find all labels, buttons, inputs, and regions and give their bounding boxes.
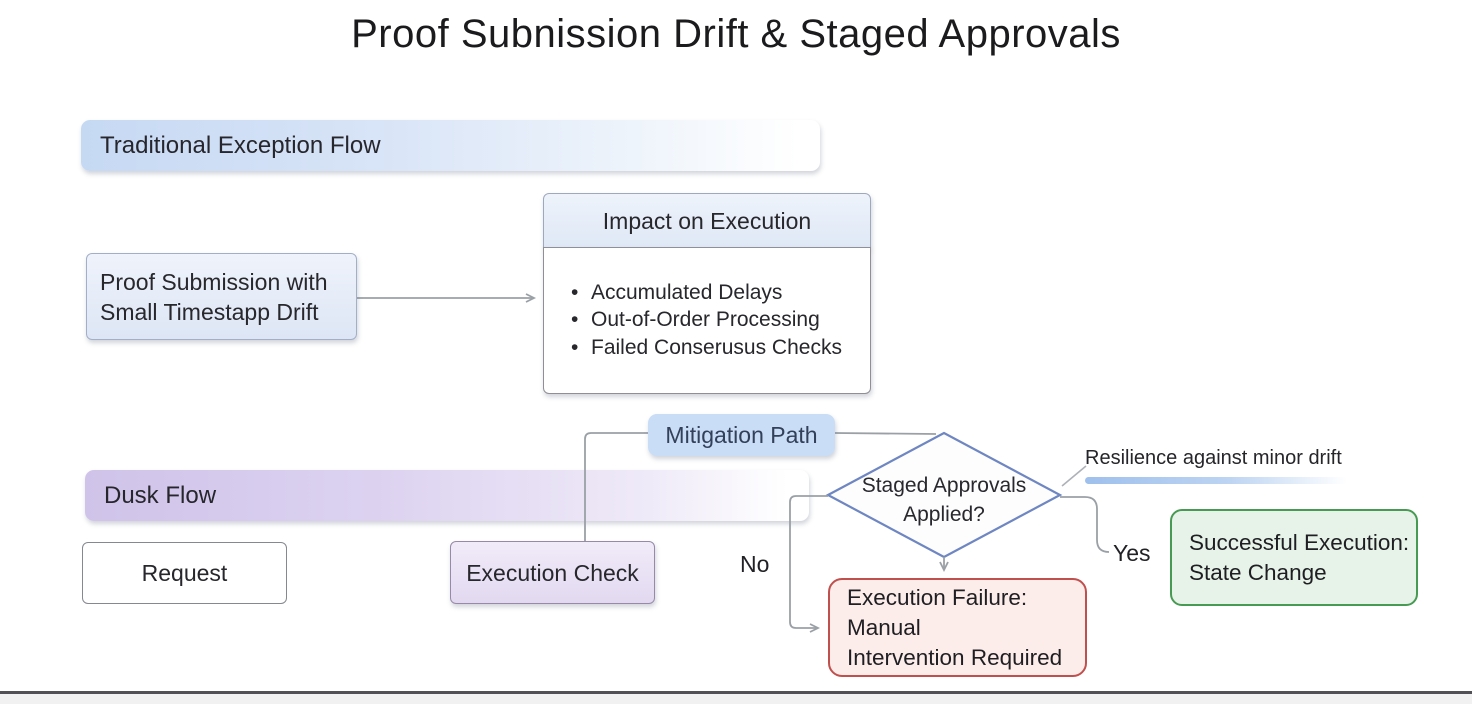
impact-bullet-3: Failed Conserusus Checks	[571, 334, 870, 362]
successful-execution-node: Successful Execution: State Change	[1170, 509, 1418, 606]
impact-bullet-2: Out-of-Order Processing	[571, 306, 870, 334]
decision-diamond	[825, 431, 1063, 559]
dusk-flow-banner: Dusk Flow	[85, 470, 809, 521]
proof-submission-line1: Proof Submission with	[100, 268, 328, 295]
proof-submission-line2: Small Timestapp Drift	[100, 298, 319, 325]
bottom-frame-strip	[0, 693, 1472, 704]
decision-node-label: Staged Approvals Applied?	[838, 471, 1050, 527]
dusk-flow-label: Dusk Flow	[104, 481, 217, 509]
resilience-underline	[1085, 477, 1347, 484]
traditional-exception-flow-label: Traditional Exception Flow	[100, 131, 381, 159]
yes-edge-label: Yes	[1113, 540, 1151, 566]
impact-bullet-list: Accumulated Delays Out-of-Order Processi…	[544, 279, 870, 362]
edge-yes-branch	[1060, 496, 1110, 553]
edge-resilience-pointer	[1061, 465, 1087, 487]
no-edge-label: No	[740, 551, 770, 577]
mitigation-path-node: Mitigation Path	[648, 414, 835, 456]
request-node: Request	[82, 542, 287, 604]
execution-failure-line2: Intervention Required	[847, 644, 1063, 670]
execution-check-label: Execution Check	[466, 559, 639, 586]
execution-failure-line1: Execution Failure: Manual	[847, 584, 1028, 640]
impact-header-node: Impact on Execution	[543, 193, 871, 248]
impact-body-node: Accumulated Delays Out-of-Order Processi…	[543, 246, 871, 394]
edge-execcheck-to-mitigation	[584, 432, 648, 542]
edge-no-branch	[789, 495, 828, 633]
bottom-frame-line	[0, 691, 1472, 694]
successful-execution-line1: Successful Execution:	[1189, 529, 1410, 555]
execution-failure-node: Execution Failure: Manual Intervention R…	[828, 578, 1087, 677]
decision-line2: Applied?	[903, 503, 985, 526]
execution-check-node: Execution Check	[450, 541, 655, 604]
resilience-annotation: Resilience against minor drift	[1085, 447, 1342, 469]
request-label: Request	[141, 560, 228, 586]
diagram-title: Proof Subnission Drift & Staged Approval…	[351, 12, 1121, 56]
impact-header-label: Impact on Execution	[602, 207, 812, 234]
traditional-exception-flow-banner: Traditional Exception Flow	[81, 120, 820, 171]
proof-submission-node: Proof Submission with Small Timestapp Dr…	[86, 253, 357, 340]
mitigation-path-label: Mitigation Path	[665, 422, 818, 448]
decision-line1: Staged Approvals	[861, 474, 1027, 497]
edge-mitigation-to-decision	[834, 432, 937, 435]
impact-bullet-1: Accumulated Delays	[571, 279, 870, 307]
successful-execution-line2: State Change	[1189, 559, 1327, 585]
